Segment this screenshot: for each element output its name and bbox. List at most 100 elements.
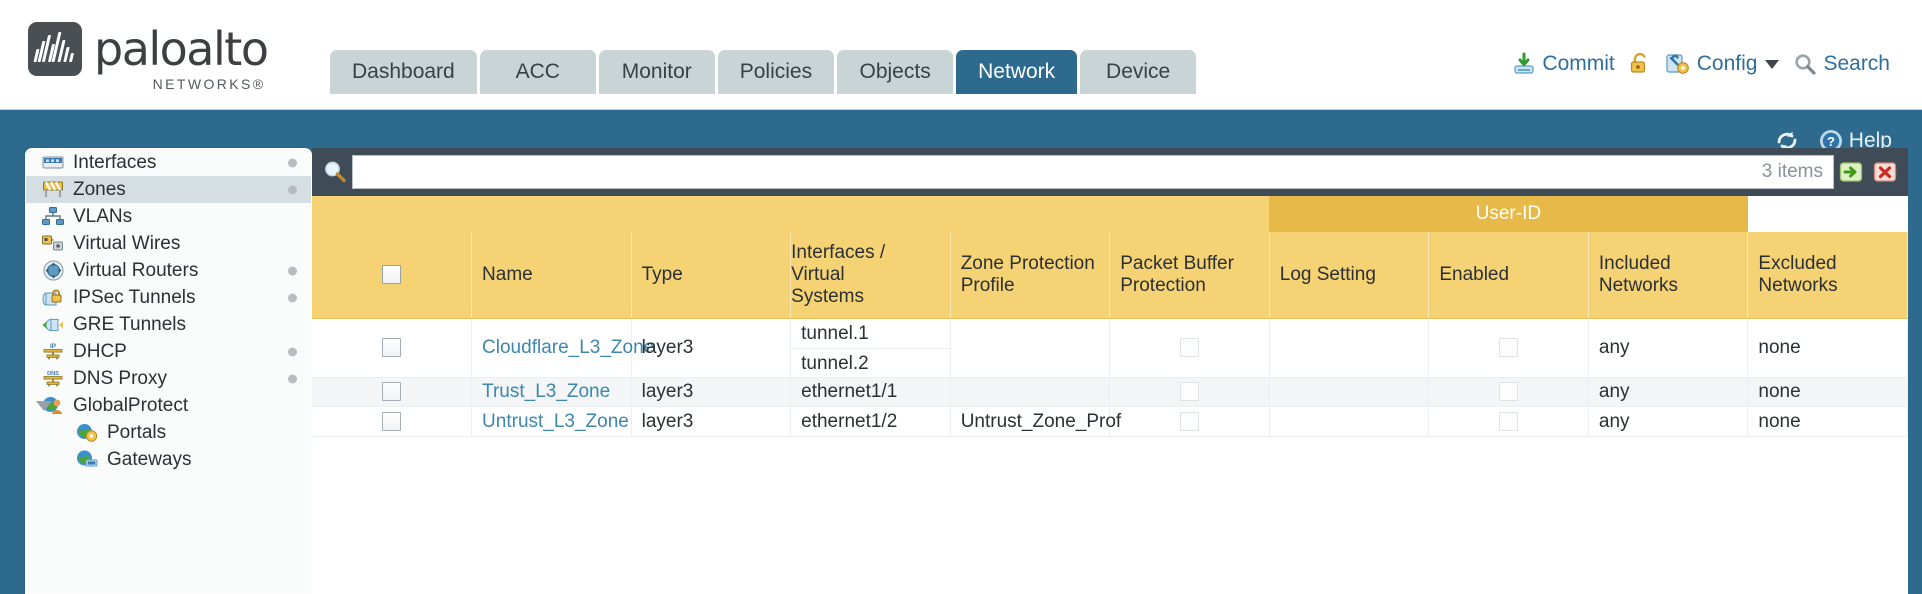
col-excluded-networks[interactable]: Excluded Networks	[1747, 232, 1908, 319]
ipsec-tunnels-icon	[40, 288, 66, 308]
log-setting-cell	[1269, 377, 1430, 407]
tab-monitor[interactable]: Monitor	[598, 50, 715, 94]
search-button[interactable]: Search	[1793, 52, 1890, 76]
col-packet-buffer-protection[interactable]: Packet Buffer Protection	[1109, 232, 1270, 319]
col-userid-enabled[interactable]: Enabled	[1428, 232, 1589, 319]
tab-objects[interactable]: Objects	[837, 50, 954, 94]
zone-name-link[interactable]: Trust_L3_Zone	[482, 380, 611, 402]
sidebar-item-vlans[interactable]: VLANs	[26, 203, 311, 230]
col-zone-protection-profile[interactable]: Zone Protection Profile	[950, 232, 1111, 319]
expander-triangle-icon[interactable]	[36, 400, 52, 411]
sidebar-item-label: GRE Tunnels	[73, 314, 186, 335]
packet-buffer-protection-checkbox[interactable]	[1180, 411, 1199, 431]
search-toolbar: 3 items	[312, 148, 1908, 196]
interfaces-icon	[40, 153, 66, 173]
packet-buffer-protection-cell[interactable]	[1109, 406, 1270, 437]
col-zpp-l2: Profile	[960, 274, 1015, 296]
virtual-wires-icon	[40, 234, 66, 254]
commit-icon	[1512, 52, 1536, 76]
tab-acc[interactable]: ACC	[479, 50, 596, 94]
help-label: Help	[1848, 129, 1892, 152]
apply-filter-button[interactable]	[1834, 160, 1868, 184]
col-name[interactable]: Name	[471, 232, 632, 319]
zone-name-link[interactable]: Untrust_L3_Zone	[482, 410, 629, 432]
tab-policies[interactable]: Policies	[717, 50, 835, 94]
interface-entry: ethernet1/2	[801, 411, 898, 432]
tab-network[interactable]: Network	[956, 50, 1078, 94]
sidebar-item-globalprotect[interactable]: GlobalProtect	[26, 392, 311, 419]
packet-buffer-protection-checkbox[interactable]	[1180, 337, 1199, 357]
zone-type-cell: layer3	[631, 377, 792, 407]
col-type[interactable]: Type	[631, 232, 792, 319]
sidebar-item-gre-tunnels[interactable]: GRE Tunnels	[26, 311, 311, 338]
help-button[interactable]: ? Help	[1818, 128, 1892, 154]
gre-tunnels-icon	[40, 315, 66, 335]
group-header-userid: User-ID	[1269, 196, 1749, 232]
row-select-cell[interactable]	[312, 377, 473, 407]
svg-text:DNS: DNS	[47, 371, 59, 377]
paloalto-mark-icon	[28, 22, 82, 76]
zone-name-link[interactable]: Cloudflare_L3_Zone	[482, 336, 655, 358]
userid-enabled-checkbox[interactable]	[1499, 337, 1519, 357]
brand-logo[interactable]: paloalto NETWORKS®	[28, 22, 269, 92]
sidebar-item-ipsec-tunnels[interactable]: IPSec Tunnels	[26, 284, 311, 311]
userid-enabled-checkbox[interactable]	[1499, 382, 1519, 402]
col-inc-l2: Networks	[1598, 274, 1679, 296]
row-select-checkbox[interactable]	[382, 411, 402, 431]
refresh-button[interactable]	[1774, 129, 1800, 153]
col-interfaces[interactable]: Interfaces / Virtual Systems	[790, 232, 951, 319]
included-networks-cell: any	[1588, 318, 1749, 378]
sidebar-item-label: Gateways	[107, 449, 192, 470]
sidebar-item-virtual-routers[interactable]: Virtual Routers	[26, 257, 311, 284]
green-arrow-icon	[1839, 162, 1863, 182]
column-header-row: Name Type Interfaces / Virtual Systems Z…	[312, 232, 1908, 319]
search-icon	[1793, 52, 1817, 76]
included-networks-cell: any	[1588, 406, 1749, 437]
packet-buffer-protection-cell[interactable]	[1109, 377, 1270, 407]
sidebar-item-portals[interactable]: Portals	[26, 419, 311, 446]
sidebar-item-interfaces[interactable]: Interfaces	[26, 149, 311, 176]
userid-enabled-cell[interactable]	[1428, 377, 1589, 407]
row-select-checkbox[interactable]	[382, 337, 402, 357]
select-all-header[interactable]	[312, 232, 473, 319]
row-select-cell[interactable]	[312, 406, 473, 437]
userid-enabled-checkbox[interactable]	[1499, 411, 1519, 431]
sidebar-item-status-dot	[288, 347, 297, 356]
tab-dashboard[interactable]: Dashboard	[330, 50, 477, 94]
packet-buffer-protection-cell[interactable]	[1109, 318, 1270, 378]
clear-filter-button[interactable]	[1868, 160, 1902, 184]
zone-interfaces-cell: ethernet1/2	[790, 406, 951, 437]
tab-device[interactable]: Device	[1080, 50, 1197, 94]
col-log-setting[interactable]: Log Setting	[1269, 232, 1430, 319]
lock-button[interactable]	[1629, 52, 1651, 76]
col-included-networks[interactable]: Included Networks	[1588, 232, 1749, 319]
zones-filter-input[interactable]	[353, 156, 1762, 188]
included-networks-cell: any	[1588, 377, 1749, 407]
zone-name-cell[interactable]: Trust_L3_Zone	[471, 377, 632, 407]
interface-entry: ethernet1/1	[801, 381, 898, 402]
packet-buffer-protection-checkbox[interactable]	[1180, 382, 1199, 402]
config-dropdown[interactable]: Config	[1665, 52, 1780, 76]
sidebar-item-zones[interactable]: Zones	[26, 176, 311, 203]
commit-button[interactable]: Commit	[1512, 52, 1615, 76]
zone-name-cell[interactable]: Untrust_L3_Zone	[471, 406, 632, 437]
zone-name-cell[interactable]: Cloudflare_L3_Zone	[471, 318, 654, 378]
userid-enabled-cell[interactable]	[1428, 318, 1589, 378]
sidebar-item-gateways[interactable]: Gateways	[26, 446, 311, 473]
row-select-cell[interactable]	[312, 318, 473, 378]
filter-search-icon[interactable]	[318, 159, 352, 185]
userid-enabled-cell[interactable]	[1428, 406, 1589, 437]
zone-interfaces-cell: ethernet1/1	[790, 377, 951, 407]
row-select-checkbox[interactable]	[382, 382, 402, 402]
select-all-checkbox[interactable]	[382, 265, 402, 285]
sidebar-item-virtual-wires[interactable]: Virtual Wires	[26, 230, 311, 257]
